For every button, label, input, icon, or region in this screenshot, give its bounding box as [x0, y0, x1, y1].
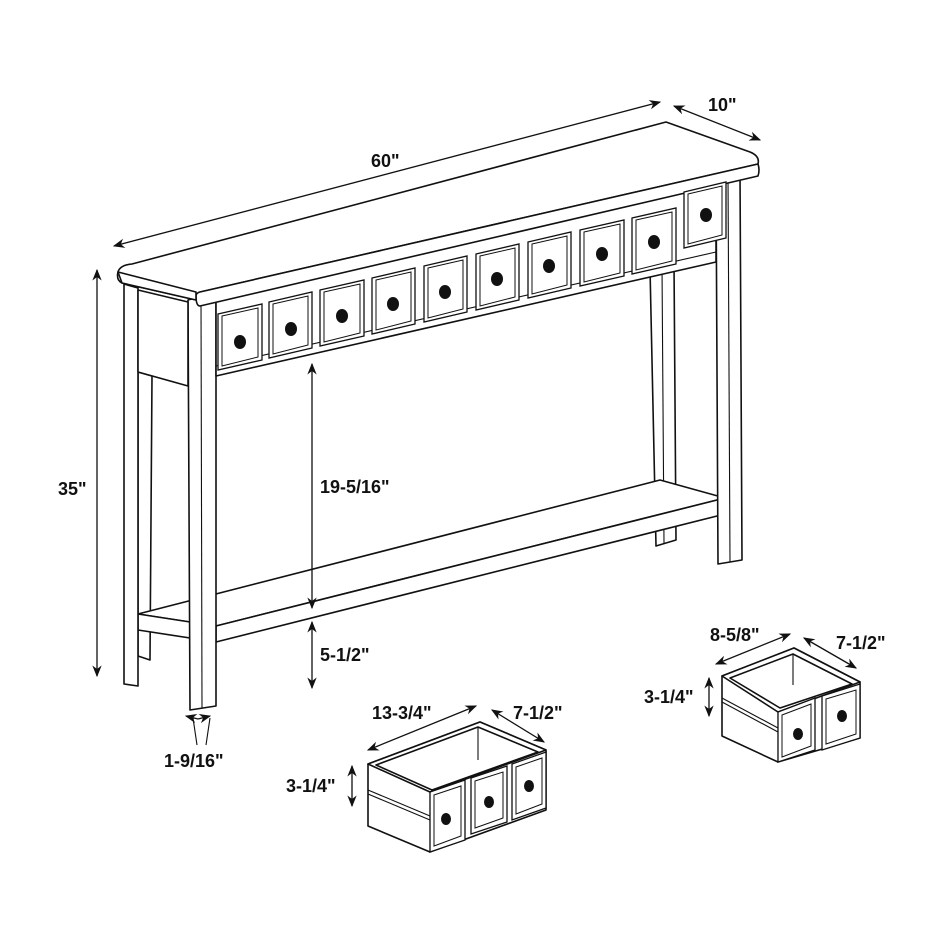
drawer-knob-icon [336, 309, 348, 323]
small-drawer-width-label: 8-5/8" [710, 625, 760, 645]
drawer-front-1 [217, 303, 263, 371]
small-drawer-panel-1 [777, 697, 816, 763]
small-drawer-width-arrow [714, 633, 792, 665]
large-drawer-depth-label: 7-1/2" [513, 703, 563, 723]
width-dimension-arrow [112, 100, 662, 248]
large-drawer [347, 705, 547, 853]
drawer-front-2 [268, 291, 313, 359]
bottom-shelf [137, 479, 726, 643]
drawer-knob-icon [285, 322, 297, 336]
drawer-knob-icon [837, 710, 847, 722]
left-rear-leg [123, 283, 139, 687]
drawer-knob-icon [524, 780, 534, 792]
drawer-front-9 [631, 207, 677, 275]
drawer-knob-icon [543, 259, 555, 273]
large-drawer-width-arrow [366, 705, 478, 751]
large-drawer-panel-1 [429, 779, 466, 853]
drawer-knob-icon [441, 813, 451, 825]
drawer-knob-icon [234, 335, 246, 349]
large-drawer-height-label: 3-1/4" [286, 776, 336, 796]
drawer-knob-icon [793, 728, 803, 740]
small-drawer-depth-label: 7-1/2" [836, 633, 886, 653]
depth-dimension-arrow [672, 105, 762, 141]
drawer-front-5 [423, 255, 468, 323]
console-table [116, 121, 760, 711]
table-depth-label: 10" [708, 95, 737, 115]
drawer-front-10 [683, 181, 727, 249]
large-drawer-width-label: 13-3/4" [372, 703, 432, 723]
drawer-front-4 [371, 267, 416, 335]
drawer-knob-icon [648, 235, 660, 249]
drawer-front-7 [527, 231, 572, 299]
small-drawer-depth-arrow [802, 637, 858, 669]
leg-width-label: 1-9/16" [164, 751, 224, 771]
drawer-knob-icon [491, 272, 503, 286]
small-drawer-panel-2 [821, 683, 861, 751]
table-height-label: 35" [58, 479, 87, 499]
shelf-clearance-label: 19-5/16" [320, 477, 390, 497]
small-drawer-height-label: 3-1/4" [644, 687, 694, 707]
drawer-front-8 [579, 219, 625, 287]
table-dimension-lines [92, 100, 762, 746]
large-drawer-panel-2 [470, 765, 508, 835]
drawer-knob-icon [484, 796, 494, 808]
front-left-leg [187, 291, 217, 711]
drawer-knob-icon [439, 285, 451, 299]
large-drawer-panel-3 [511, 751, 547, 821]
large-drawer-depth-arrow [491, 709, 545, 743]
shelf-floor-label: 5-1/2" [320, 645, 370, 665]
small-drawer [704, 633, 861, 763]
drawer-front-6 [475, 243, 520, 311]
drawer-front-3 [319, 279, 365, 347]
drawer-knob-icon [596, 247, 608, 261]
drawer-knob-icon [387, 297, 399, 311]
table-width-label: 60" [371, 151, 400, 171]
drawer-knob-icon [700, 208, 712, 222]
leg-width-callout [184, 714, 212, 746]
